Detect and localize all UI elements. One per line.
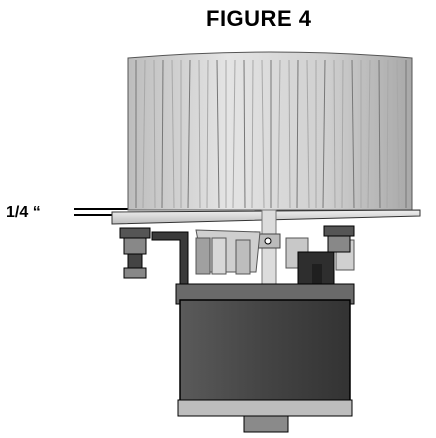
blade-line — [367, 59, 371, 209]
blade-line — [232, 59, 236, 209]
dimension-label: 1/4 “ — [6, 204, 41, 221]
blade-line — [386, 59, 389, 209]
blade-line — [142, 59, 146, 209]
blade-line — [171, 59, 175, 209]
blower-wheel — [127, 51, 413, 211]
motor-housing — [175, 283, 355, 433]
blade-line — [187, 59, 191, 209]
blade-line — [216, 59, 220, 209]
blade-line — [333, 59, 336, 209]
blade-line — [198, 59, 201, 209]
blade-line — [378, 59, 381, 209]
shaft — [257, 209, 281, 287]
figure-title: FIGURE 4 — [206, 6, 312, 31]
blade-line — [153, 59, 156, 209]
blade-line — [341, 59, 344, 209]
mounting-bolt-left — [119, 227, 151, 279]
blade-line — [251, 59, 254, 209]
blade-line — [288, 59, 291, 209]
blade-line — [296, 59, 299, 209]
blade-line — [261, 59, 265, 209]
blade-line — [161, 59, 164, 209]
blade-line — [322, 59, 326, 209]
blade-line — [351, 59, 355, 209]
blade-line — [243, 59, 246, 209]
blade-line — [277, 59, 281, 209]
mounting-bolt-right — [323, 225, 355, 253]
blade-line — [206, 59, 209, 209]
blade-line — [396, 59, 400, 209]
blade-line — [306, 59, 310, 209]
